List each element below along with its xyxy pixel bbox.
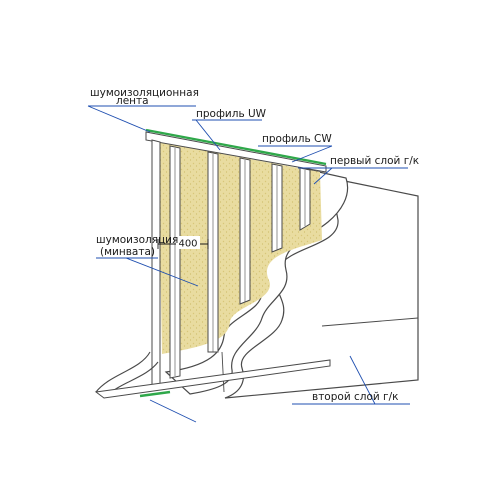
label-profile-cw: профиль CW xyxy=(262,133,332,145)
dimension-400: 400 xyxy=(157,236,209,250)
label-profile-uw: профиль UW xyxy=(196,108,267,120)
second-gypsum-layer xyxy=(224,177,419,399)
label-insulation-line2: (минвата) xyxy=(100,246,155,258)
label-noise-tape-line2: лента xyxy=(116,95,149,107)
label-noise-tape-line1: шумоизоляционная xyxy=(90,87,199,99)
first-layer-seam xyxy=(221,351,225,393)
leader-lines xyxy=(87,105,410,423)
front-cut-edge xyxy=(95,351,151,393)
cw-profiles xyxy=(169,145,311,379)
end-post xyxy=(151,139,161,387)
label-first-layer: первый слой г/к xyxy=(330,155,419,167)
label-second-layer: второй слой г/к xyxy=(312,391,398,403)
uw-profile-top xyxy=(145,131,327,173)
label-insulation-line1: шумоизоляция xyxy=(96,234,178,246)
second-layer-seam xyxy=(321,317,419,327)
noise-tape-top xyxy=(145,128,327,166)
uw-profile-bottom xyxy=(94,359,331,399)
dimension-label: 400 xyxy=(178,239,197,250)
noise-tape-bottom xyxy=(139,390,171,398)
